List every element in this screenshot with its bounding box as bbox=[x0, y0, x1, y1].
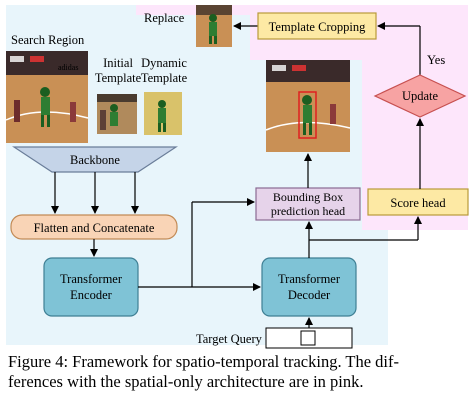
decoder-label-line1: Transformer bbox=[278, 272, 341, 286]
encoder-label-line2: Encoder bbox=[70, 288, 112, 302]
predicted-bounding-box bbox=[298, 91, 317, 139]
initial-template-label-line2: Template bbox=[95, 71, 142, 85]
logo-text: adidas bbox=[58, 63, 78, 72]
transformer-decoder-box bbox=[261, 257, 357, 317]
output-image bbox=[265, 60, 351, 152]
score-head-label: Score head bbox=[390, 196, 446, 210]
decoder-label-line2: Decoder bbox=[288, 288, 331, 302]
yes-label: Yes bbox=[427, 53, 445, 67]
search-region-label: Search Region bbox=[11, 33, 85, 47]
initial-template-label-line1: Initial bbox=[103, 56, 133, 70]
update-label: Update bbox=[402, 89, 439, 103]
backbone-label: Backbone bbox=[70, 153, 120, 167]
search-region-image: adidas bbox=[5, 51, 89, 143]
bbox-head-label-line1: Bounding Box bbox=[273, 190, 343, 204]
template-cropping-label: Template Cropping bbox=[269, 20, 366, 34]
framework-diagram: Search Region adidas Initial Template Dy… bbox=[5, 5, 469, 349]
caption-line-1: Figure 4: Framework for spatio-temporal … bbox=[8, 352, 400, 371]
target-query-label: Target Query bbox=[196, 332, 263, 346]
dynamic-template-image bbox=[144, 92, 182, 135]
target-query-token bbox=[300, 330, 316, 346]
replace-label: Replace bbox=[144, 11, 185, 25]
encoder-label-line1: Transformer bbox=[60, 272, 123, 286]
flatten-concatenate-label: Flatten and Concatenate bbox=[34, 221, 155, 235]
bbox-head-label-line2: prediction head bbox=[271, 204, 345, 218]
figure-caption: Figure 4: Framework for spatio-temporal … bbox=[8, 352, 470, 392]
transformer-encoder-box bbox=[43, 257, 139, 317]
template-cropping-box bbox=[257, 12, 377, 40]
replace-template-image bbox=[196, 5, 232, 47]
caption-line-2: ferences with the spatial-only architect… bbox=[8, 372, 364, 391]
dynamic-template-label-line2: Template bbox=[141, 71, 188, 85]
update-diamond bbox=[373, 74, 467, 118]
backbone-block bbox=[11, 146, 179, 173]
dynamic-template-label-line1: Dynamic bbox=[141, 56, 187, 70]
initial-template-image bbox=[97, 94, 137, 134]
score-head-box bbox=[367, 188, 469, 216]
